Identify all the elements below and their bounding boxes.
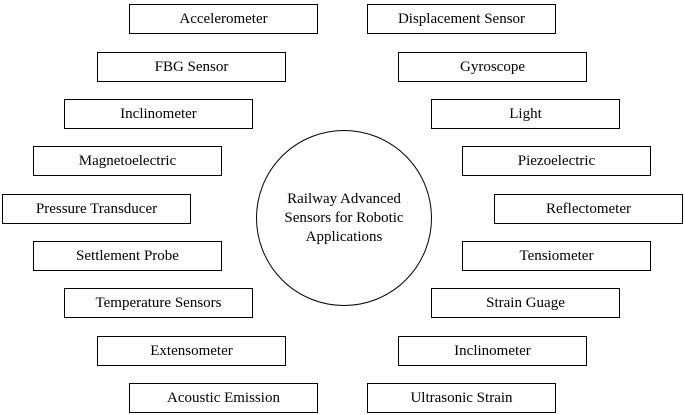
sensor-box-magnetoelectric: Magnetoelectric (33, 146, 222, 176)
sensor-label: Ultrasonic Strain (410, 389, 513, 406)
sensor-label: Inclinometer (454, 342, 531, 359)
sensor-box-accelerometer: Accelerometer (129, 4, 318, 34)
sensor-label: Acoustic Emission (167, 389, 280, 406)
sensor-label: Strain Guage (486, 294, 565, 311)
sensor-label: Temperature Sensors (95, 294, 222, 311)
sensor-label: Extensometer (150, 342, 233, 359)
sensor-box-settlement-probe: Settlement Probe (33, 241, 222, 271)
hub-label: Railway Advanced Sensors for Robotic App… (284, 190, 404, 245)
sensor-box-inclinometer-right: Inclinometer (398, 336, 587, 366)
sensor-box-fbg-sensor: FBG Sensor (97, 52, 286, 82)
sensor-label: FBG Sensor (154, 58, 229, 75)
sensor-box-pressure-transducer: Pressure Transducer (2, 194, 191, 224)
sensor-box-temperature-sensors: Temperature Sensors (64, 288, 253, 318)
sensor-box-light: Light (431, 99, 620, 129)
sensor-label: Light (509, 105, 542, 122)
sensor-box-piezoelectric: Piezoelectric (462, 146, 651, 176)
sensor-label: Settlement Probe (76, 247, 179, 264)
sensor-label: Pressure Transducer (35, 200, 158, 217)
sensor-label: Inclinometer (120, 105, 197, 122)
sensor-box-gyroscope: Gyroscope (398, 52, 587, 82)
sensor-box-inclinometer-left: Inclinometer (64, 99, 253, 129)
sensor-box-ultrasonic-strain: Ultrasonic Strain (367, 383, 556, 413)
sensor-box-strain-guage: Strain Guage (431, 288, 620, 318)
sensor-box-tensiometer: Tensiometer (462, 241, 651, 271)
sensor-label: Displacement Sensor (397, 10, 526, 27)
central-hub-circle: Railway Advanced Sensors for Robotic App… (256, 130, 432, 306)
sensor-box-reflectometer: Reflectometer (494, 194, 683, 224)
sensor-label: Piezoelectric (517, 152, 596, 169)
sensor-label: Tensiometer (519, 247, 594, 264)
sensor-label: Accelerometer (179, 10, 268, 27)
sensor-box-extensometer: Extensometer (97, 336, 286, 366)
sensor-label: Magnetoelectric (78, 152, 177, 169)
sensor-box-acoustic-emission: Acoustic Emission (129, 383, 318, 413)
sensor-label: Gyroscope (460, 58, 525, 75)
sensor-label: Reflectometer (546, 200, 631, 217)
sensor-box-displacement-sensor: Displacement Sensor (367, 4, 556, 34)
